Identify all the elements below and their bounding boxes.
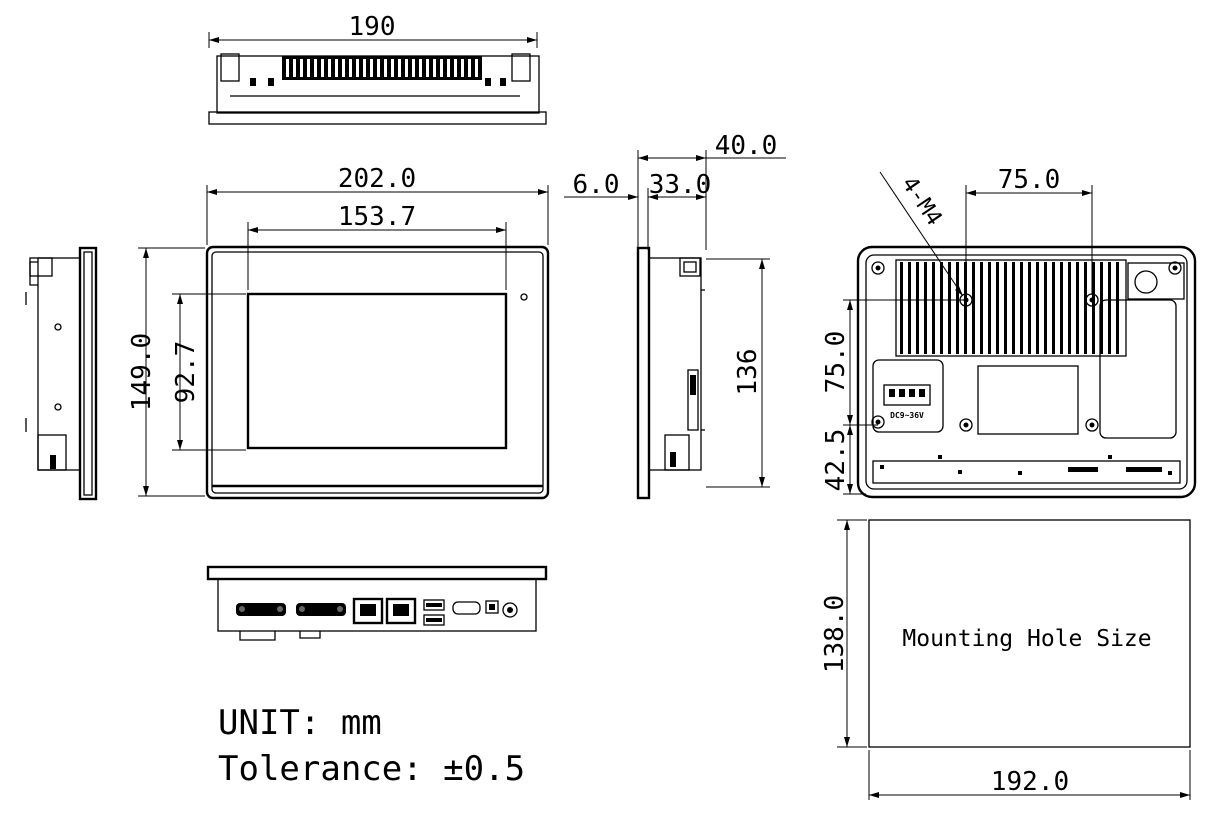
dim-cutout-height: 138.0: [820, 595, 850, 673]
dim-vesa-offset: 42.5: [821, 429, 851, 492]
tolerance-note: Tolerance: ±0.5: [218, 749, 525, 789]
right-side-view: 40.0 6.0 33.0 136: [564, 131, 786, 500]
heatsink-fins-top: [282, 56, 482, 80]
unit-note: UNIT: mm: [218, 703, 382, 743]
front-view: 202.0 153.7 149.0 92.7: [127, 164, 550, 500]
rear-view: DC9~36V 75.0 75.0: [821, 165, 1197, 499]
cutout-label: Mounting Hole Size: [902, 626, 1151, 652]
dim-top-width: 190: [349, 12, 396, 42]
dim-front-width: 202.0: [338, 164, 416, 194]
left-side-view: [25, 246, 98, 501]
dim-total-depth: 40.0: [715, 131, 778, 161]
bottom-view: [206, 565, 548, 641]
dim-body-depth: 33.0: [649, 170, 712, 200]
heatsink-rear: [895, 259, 1127, 357]
notes: UNIT: mm Tolerance: ±0.5: [218, 703, 525, 789]
mounting-cutout: Mounting Hole Size 138.0 192.0: [820, 519, 1191, 800]
dim-side-height: 136: [733, 349, 763, 396]
dim-screen-height: 92.7: [171, 341, 201, 404]
power-label: DC9~36V: [890, 411, 924, 420]
ethernet-port-2: [385, 597, 417, 625]
dim-vesa-h: 75.0: [998, 165, 1061, 195]
usb-ports: [423, 599, 445, 626]
dim-screen-width: 153.7: [338, 202, 416, 232]
serial-port-2: [296, 603, 346, 616]
dim-bezel-depth: 6.0: [573, 170, 620, 200]
dim-front-height: 149.0: [127, 333, 157, 411]
ethernet-port-1: [352, 597, 384, 625]
power-terminal: DC9~36V: [883, 384, 931, 420]
dim-cutout-width: 192.0: [991, 767, 1069, 797]
mounting-screws: [871, 261, 1182, 432]
screw-spec: 4-M4: [896, 172, 946, 230]
serial-port-1: [236, 603, 286, 616]
top-view: 190: [208, 12, 547, 125]
dim-vesa-v: 75.0: [821, 331, 851, 394]
